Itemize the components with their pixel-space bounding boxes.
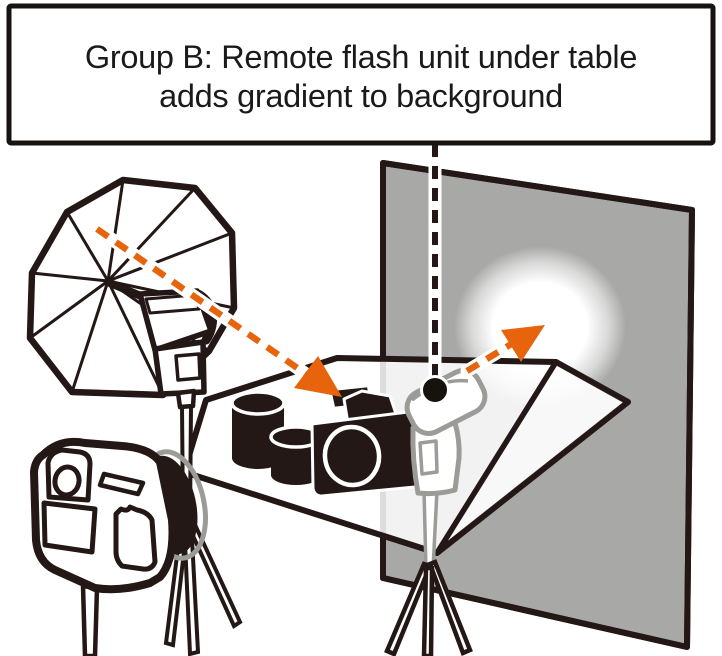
callout-dot: [420, 375, 450, 405]
light-arrow-casing-a: [90, 222, 323, 388]
flash-a-foot: [175, 388, 197, 410]
umbrella-flash-group: [26, 176, 342, 656]
light-arrowhead-a: [294, 356, 342, 397]
camera-eyepiece: [52, 464, 82, 498]
light-arrow-b: [460, 325, 545, 378]
caption-line-1: Group B: Remote flash unit under table: [85, 39, 637, 75]
caption-box: Group B: Remote flash unit under table a…: [6, 3, 716, 146]
caption-line-2: adds gradient to background: [159, 78, 563, 114]
master-flash-unit-icon: [137, 288, 218, 410]
flash-b-leg-center: [421, 565, 435, 656]
flash-b-display: [418, 439, 439, 476]
acrylic-sheet: [434, 359, 631, 556]
flash-b-leg-right: [427, 559, 473, 656]
product-lenses-and-camera: [230, 384, 433, 498]
flash-b-leg-left: [384, 561, 433, 656]
lens-rim-tall: [230, 390, 286, 416]
product-camera-lens: [322, 424, 382, 488]
camera-hotshoe: [97, 471, 146, 497]
remote-flash-group: [384, 368, 488, 656]
camera-tripod-column: [80, 583, 100, 656]
callout: [420, 144, 450, 405]
flash-b-pole: [422, 488, 439, 572]
shooting-camera-group: [30, 437, 208, 656]
caption-border: [6, 3, 716, 146]
flash-a-face: [144, 293, 201, 315]
light-arrowhead-b: [501, 325, 545, 362]
light-arrow-dash-b: [465, 337, 520, 374]
flash-a-display: [174, 352, 202, 382]
camera-lcd: [41, 500, 98, 555]
camera-grip: [113, 504, 158, 572]
